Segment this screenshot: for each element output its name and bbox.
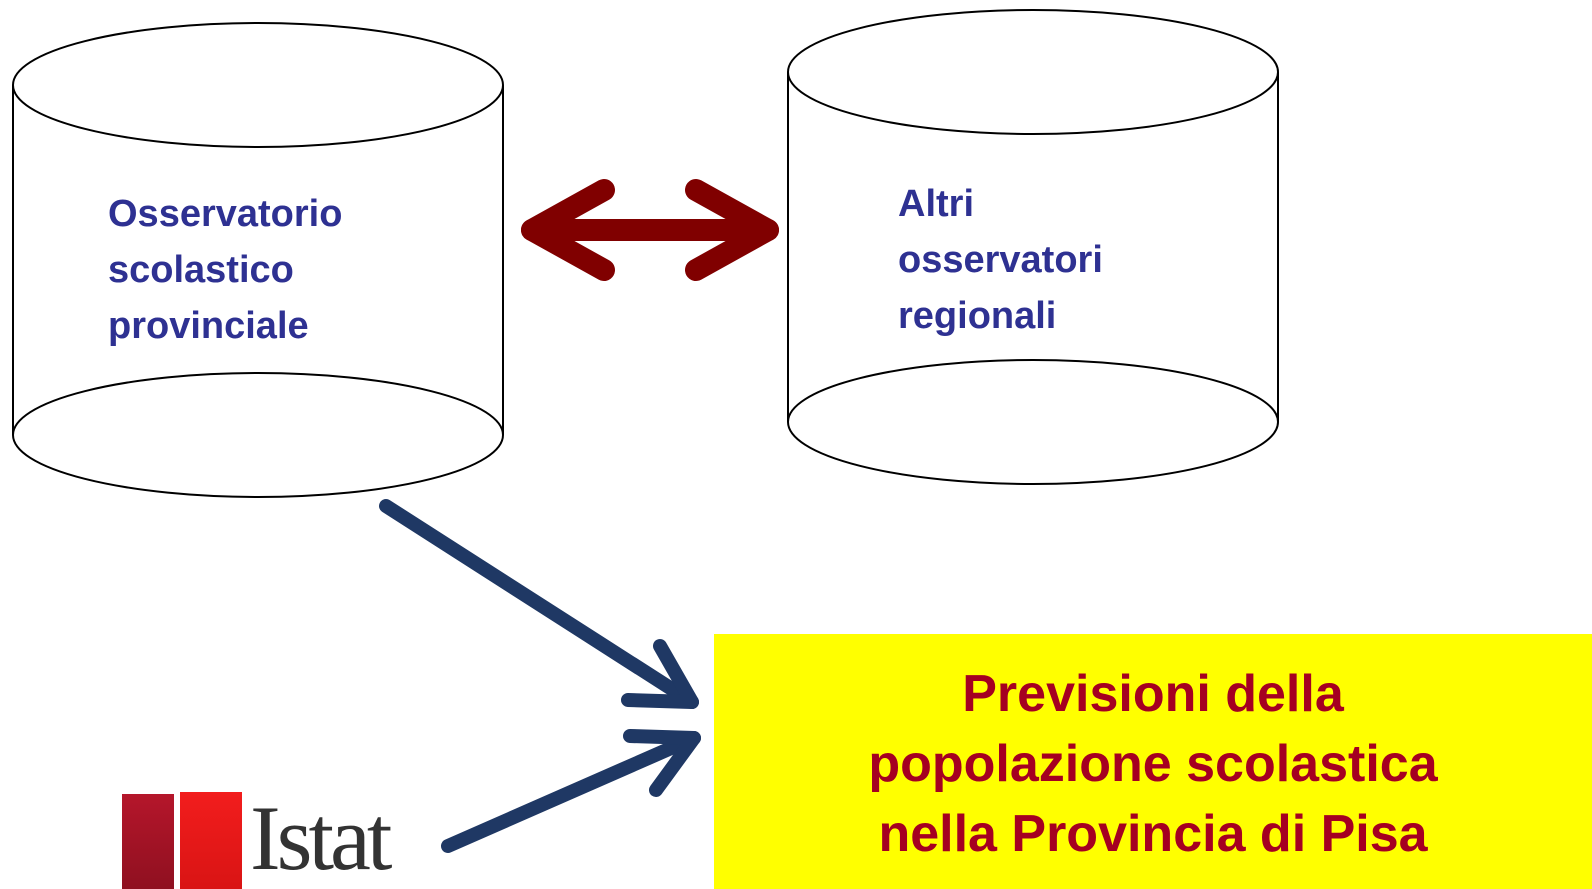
bidirectional-arrow-icon (521, 179, 779, 281)
istat-logo: Istat (122, 788, 422, 889)
right-store-label-line: Altri (898, 183, 974, 225)
arrow-istat-to-output-icon (441, 729, 701, 853)
right-store-label-line: osservatori (898, 239, 1103, 281)
right-store-label: Altri osservatori regionali (898, 176, 1103, 344)
arrow-store-to-output-icon (379, 499, 699, 709)
right-store-label-line: regionali (898, 295, 1057, 337)
left-store-label-line: provinciale (108, 305, 309, 347)
database-cylinder-right-icon (787, 9, 1279, 485)
database-cylinder-left-icon (12, 22, 504, 498)
left-store-label: Osservatorio scolastico provinciale (108, 186, 342, 354)
istat-logo-dark-block-icon (122, 794, 174, 889)
output-label-line: nella Provincia di Pisa (878, 804, 1428, 863)
output-label-line: Previsioni della (962, 664, 1344, 723)
left-store-label-line: Osservatorio (108, 193, 343, 235)
left-store-label-line: scolastico (108, 249, 294, 291)
output-label-line: popolazione scolastica (868, 734, 1438, 793)
output-box: Previsioni della popolazione scolastica … (714, 634, 1592, 889)
istat-logo-wordmark: Istat (250, 787, 392, 889)
istat-logo-red-block-icon (180, 792, 242, 889)
